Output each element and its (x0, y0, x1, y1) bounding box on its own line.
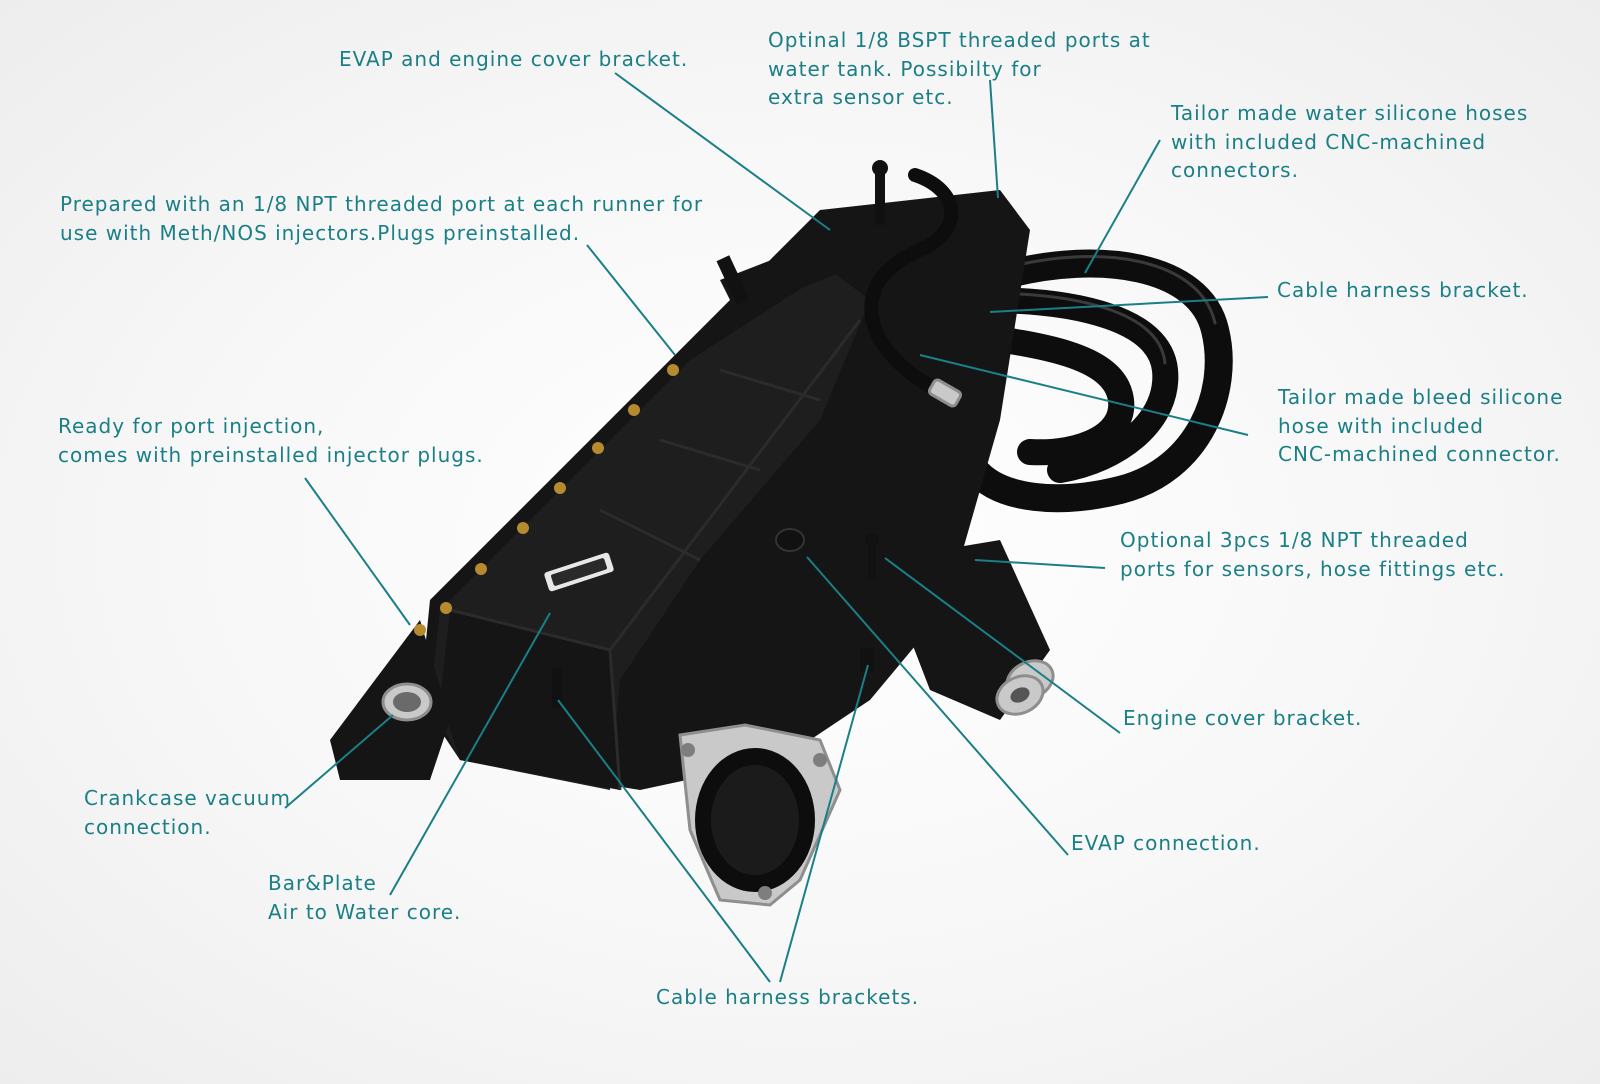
leader-cable-harness-brackets-1 (557, 699, 771, 983)
label-tailor-bleed-hose: Tailor made bleed silicone hose with inc… (1278, 385, 1564, 466)
label-engine-cover-bracket: Engine cover bracket. (1123, 706, 1363, 730)
label-optional-3pcs: Optional 3pcs 1/8 NPT threaded ports for… (1120, 528, 1506, 581)
leader-cable-harness-brackets-2 (779, 664, 869, 983)
intake-body (330, 190, 1050, 791)
label-port-injection: Ready for port injection, comes with pre… (58, 414, 484, 467)
leader-engine-cover-bracket (884, 557, 1121, 734)
leader-tailor-water-hoses (1084, 139, 1161, 274)
leader-evap-engine-cover-bracket (614, 72, 831, 231)
leader-cable-harness-bracket (989, 296, 1269, 313)
label-evap-connection: EVAP connection. (1071, 831, 1261, 855)
leader-prepared-npt (586, 244, 676, 356)
top-fittings (716, 160, 1010, 408)
label-bar-plate: Bar&Plate Air to Water core. (268, 871, 462, 924)
throttle-flange (678, 723, 842, 907)
label-cable-harness-brackets: Cable harness brackets. (656, 985, 920, 1009)
label-crankcase: Crankcase vacuum connection. (84, 786, 291, 839)
label-cable-harness-bracket: Cable harness bracket. (1277, 278, 1529, 302)
leader-tailor-bleed-hose (919, 354, 1249, 436)
leader-crankcase (284, 714, 394, 809)
side-fittings (552, 528, 1055, 716)
leader-evap-connection (806, 556, 1069, 856)
leader-lines (284, 72, 1269, 983)
label-optinal-bspt: Optinal 1/8 BSPT threaded ports at water… (768, 28, 1151, 109)
leader-port-injection (304, 477, 411, 626)
label-prepared-npt: Prepared with an 1/8 NPT threaded port a… (60, 192, 704, 245)
crankcase-fitting (381, 682, 433, 722)
leader-optinal-bspt (989, 79, 999, 199)
label-evap-engine-cover-bracket: EVAP and engine cover bracket. (339, 47, 689, 71)
water-hoses (957, 249, 1233, 513)
leader-bar-plate (389, 612, 551, 896)
label-tailor-water-hoses: Tailor made water silicone hoses with in… (1171, 101, 1529, 182)
runner-plugs (414, 364, 679, 636)
leader-optional-3pcs (974, 559, 1106, 569)
